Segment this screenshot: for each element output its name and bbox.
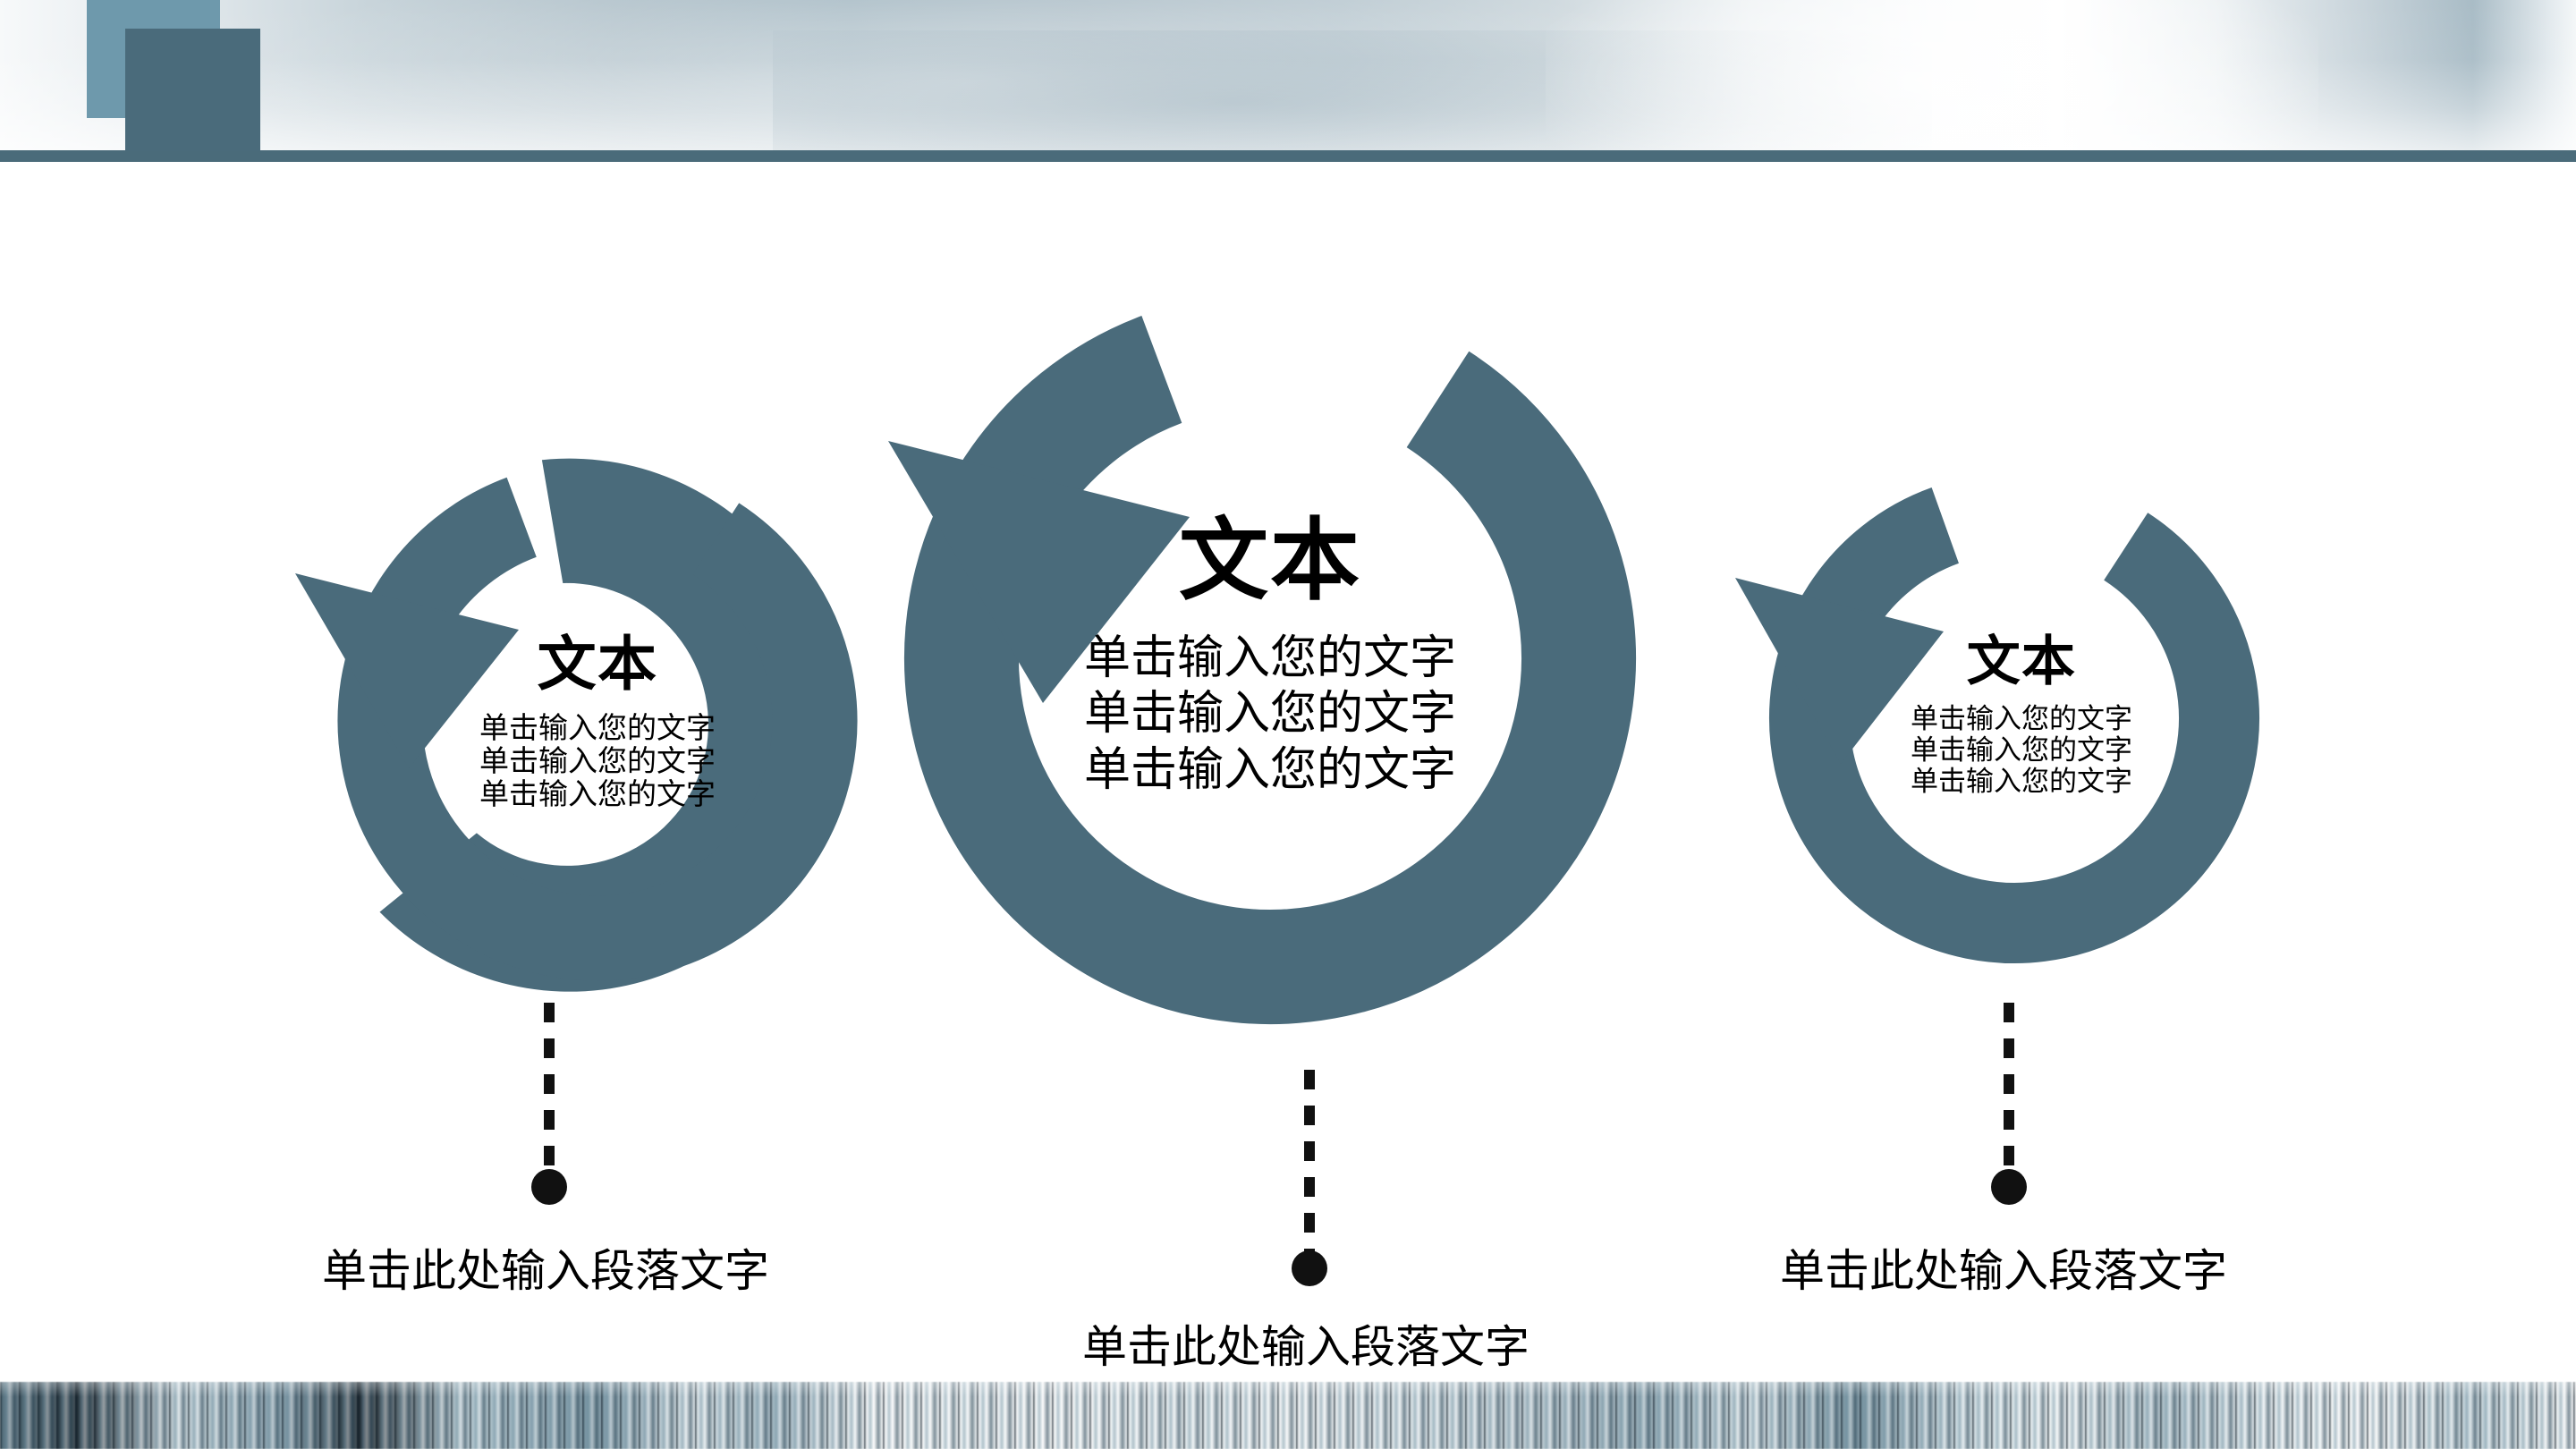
- connector-right-dashed-line: [2004, 1003, 2014, 1174]
- cycle-left-line-1: 单击输入您的文字: [479, 710, 716, 744]
- header-cloud-highlight-left: [258, 0, 1674, 150]
- connector-center-dashed-line: [1304, 1070, 1315, 1256]
- cycle-right-lines: 单击输入您的文字 单击输入您的文字 单击输入您的文字: [1852, 703, 2191, 797]
- cycle-left-text-block: 文本 单击输入您的文字 单击输入您的文字 单击输入您的文字: [419, 631, 776, 811]
- header-divider-bar: [0, 150, 2576, 162]
- cycle-right-line-3: 单击输入您的文字: [1911, 765, 2132, 797]
- cycle-right-line-2: 单击输入您的文字: [1911, 733, 2132, 766]
- footer-strip-fade-overlay: [0, 1382, 2576, 1449]
- cycle-right-title: 文本: [1966, 631, 2077, 691]
- cycle-left-lines: 单击输入您的文字 单击输入您的文字 单击输入您的文字: [419, 710, 776, 811]
- cycle-right-line-1: 单击输入您的文字: [1911, 703, 2132, 735]
- caption-left: 单击此处输入段落文字: [322, 1246, 769, 1296]
- cycle-left-line-2: 单击输入您的文字: [479, 743, 716, 777]
- circular-arrow-icon: [1735, 473, 2259, 963]
- connector-left-dashed-line: [544, 1003, 555, 1174]
- connector-right-end-dot: [1991, 1169, 2027, 1205]
- cycle-right-text-block: 文本 单击输入您的文字 单击输入您的文字 单击输入您的文字: [1852, 631, 2191, 797]
- circular-arrow-icon: [888, 292, 1636, 1024]
- cycle-center-text-block: 文本 单击输入您的文字 单击输入您的文字 单击输入您的文字: [1024, 511, 1516, 798]
- footer-banner-image: [0, 1382, 2576, 1449]
- cycle-step-right[interactable]: 文本 单击输入您的文字 单击输入您的文字 单击输入您的文字: [1726, 439, 2303, 998]
- cycle-step-center[interactable]: 文本 单击输入您的文字 单击输入您的文字 单击输入您的文字: [877, 233, 1664, 1083]
- connector-center-end-dot: [1292, 1250, 1327, 1286]
- cycle-left-title: 文本: [537, 631, 658, 697]
- caption-right: 单击此处输入段落文字: [1780, 1246, 2227, 1296]
- cycle-center-line-3: 单击输入您的文字: [1083, 743, 1456, 796]
- connector-left-end-dot: [531, 1169, 567, 1205]
- header-cloud-highlight-right: [1546, 0, 2318, 150]
- cycle-step-left[interactable]: 文本 单击输入您的文字 单击输入您的文字 单击输入您的文字: [284, 426, 911, 1016]
- cycle-center-title: 文本: [1179, 511, 1361, 611]
- cycle-center-line-2: 单击输入您的文字: [1083, 688, 1456, 741]
- caption-center: 单击此处输入段落文字: [1082, 1322, 1530, 1372]
- header-banner-image: [0, 0, 2576, 150]
- decorative-square-dark: [125, 29, 260, 151]
- cycle-left-line-3: 单击输入您的文字: [479, 776, 716, 810]
- slide-content-area: 文本 单击输入您的文字 单击输入您的文字 单击输入您的文字 文本 单击输入您的文…: [0, 162, 2576, 1382]
- cycle-center-lines: 单击输入您的文字 单击输入您的文字 单击输入您的文字: [1024, 631, 1516, 798]
- cycle-center-line-1: 单击输入您的文字: [1083, 632, 1456, 684]
- circular-arrow-icon: [295, 458, 858, 992]
